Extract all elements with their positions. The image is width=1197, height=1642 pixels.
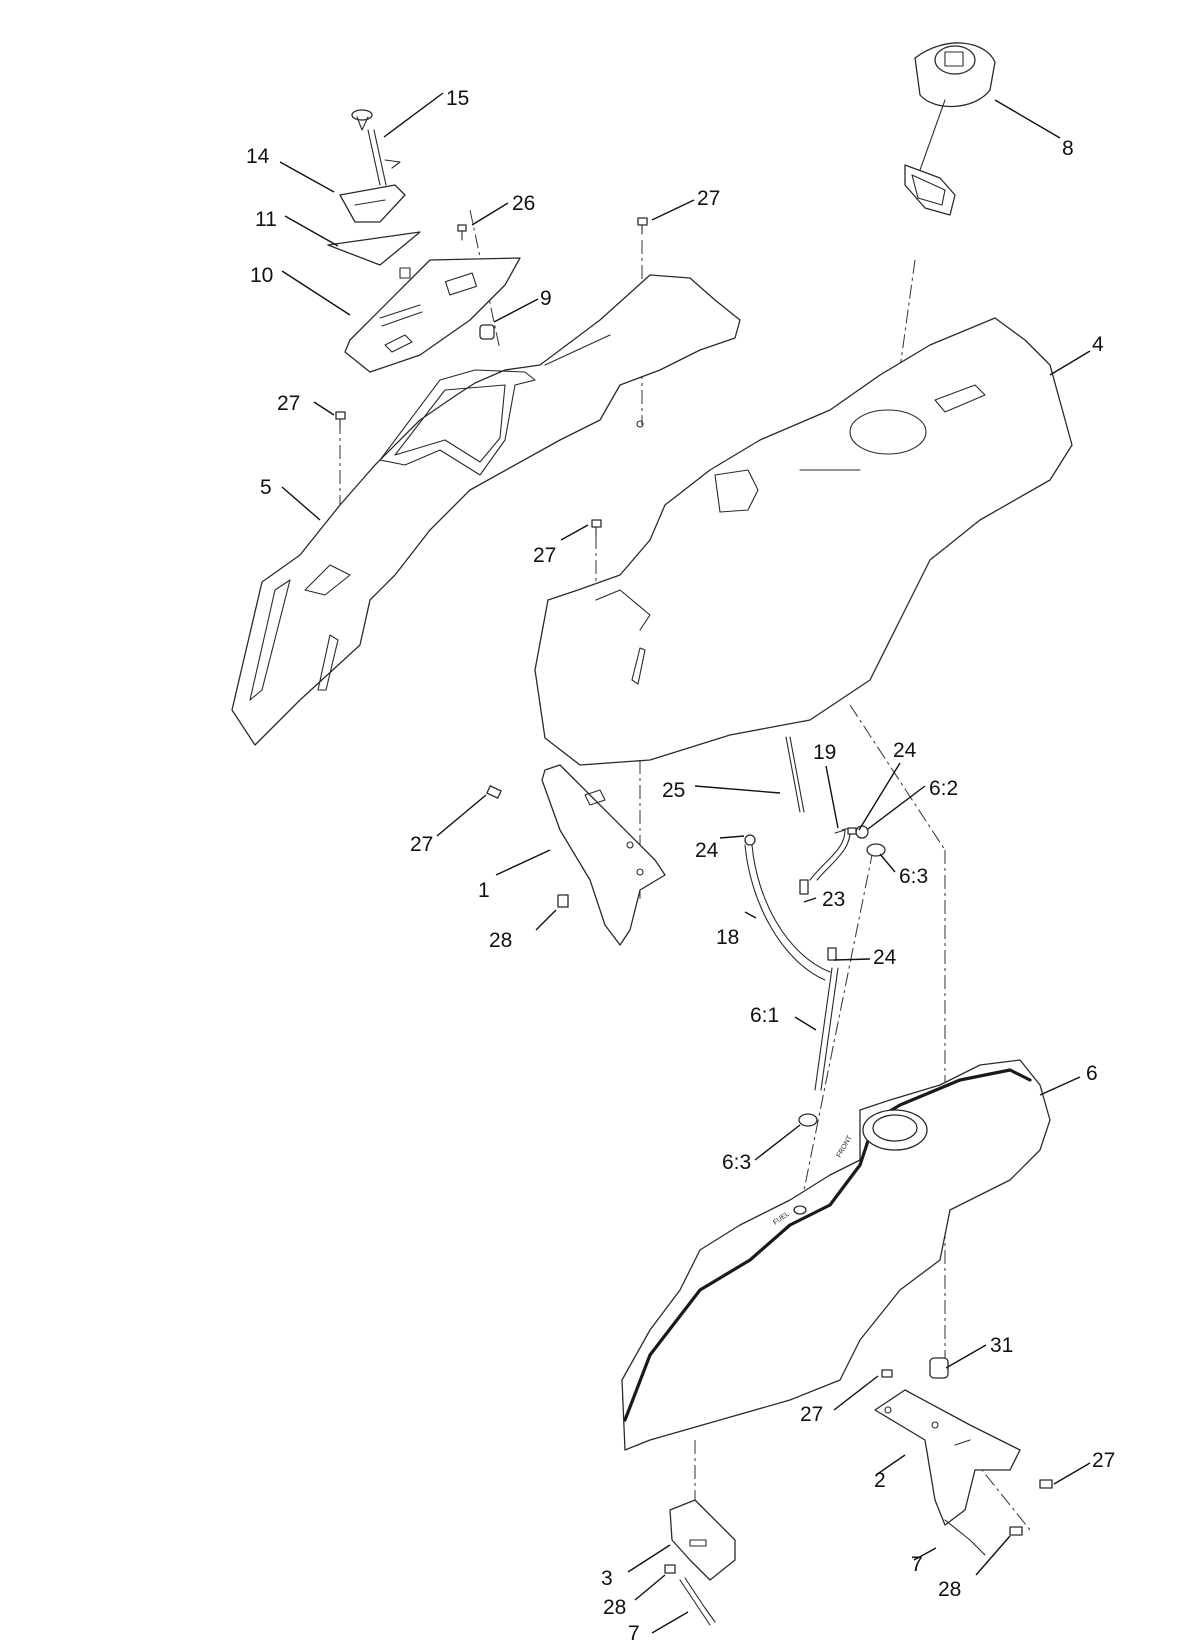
callout-6-2: 6:2 <box>929 777 958 800</box>
callout-2: 2 <box>874 1469 886 1492</box>
fuel-line-assembly <box>744 736 886 1127</box>
fuel-cap <box>904 42 996 216</box>
callout-9: 9 <box>540 287 552 310</box>
callout-7-bottom: 7 <box>628 1622 640 1642</box>
callout-4: 4 <box>1092 333 1104 356</box>
callout-27-bracket: 27 <box>410 833 433 856</box>
callout-27-right: 27 <box>1092 1449 1115 1472</box>
callout-27-left: 27 <box>277 392 300 415</box>
callout-6-3-bottom: 6:3 <box>722 1151 751 1174</box>
callout-1: 1 <box>478 879 490 902</box>
callout-27-tank: 27 <box>800 1403 823 1426</box>
callout-19: 19 <box>813 741 836 764</box>
callout-27-mid: 27 <box>533 544 556 567</box>
callout-24-left: 24 <box>695 839 719 862</box>
right-console-panel <box>534 317 1073 766</box>
screw-fasteners-upper <box>335 217 648 538</box>
callout-28-bottom: 28 <box>603 1596 626 1619</box>
leader-lines <box>279 92 1091 1634</box>
callout-31: 31 <box>990 1334 1013 1357</box>
callout-11: 11 <box>255 208 277 231</box>
left-console-panel <box>231 274 741 746</box>
callout-28-right: 28 <box>938 1578 961 1601</box>
callout-10: 10 <box>250 264 273 287</box>
callout-3: 3 <box>601 1567 613 1590</box>
callout-15: 15 <box>446 87 469 110</box>
callout-25: 25 <box>662 779 685 802</box>
callout-6-1: 6:1 <box>750 1004 779 1027</box>
callout-27-top: 27 <box>697 187 720 210</box>
callout-24-mid: 24 <box>873 946 897 969</box>
callout-18: 18 <box>716 926 739 949</box>
lower-front-bracket <box>664 1499 736 1626</box>
callout-8: 8 <box>1062 137 1074 160</box>
callout-7-right: 7 <box>911 1553 923 1576</box>
control-plate-assembly <box>327 231 521 373</box>
left-mounting-bracket <box>486 764 666 946</box>
throttle-control <box>339 109 406 223</box>
callout-6: 6 <box>1086 1062 1098 1085</box>
fuel-tank: FRONT FUEL <box>621 1059 1051 1451</box>
callout-23: 23 <box>822 888 845 911</box>
callout-labels: 15 14 11 10 26 27 9 27 5 27 4 8 27 1 28 … <box>246 87 1115 1642</box>
callout-5: 5 <box>260 476 272 499</box>
callout-6-3-top: 6:3 <box>899 865 928 888</box>
tank-front-marking: FRONT <box>836 1134 854 1159</box>
callout-14: 14 <box>246 145 270 168</box>
callout-26: 26 <box>512 192 535 215</box>
callout-24-top: 24 <box>893 739 917 762</box>
right-rear-bracket <box>874 1357 1053 1556</box>
callout-28-bracket: 28 <box>489 929 512 952</box>
